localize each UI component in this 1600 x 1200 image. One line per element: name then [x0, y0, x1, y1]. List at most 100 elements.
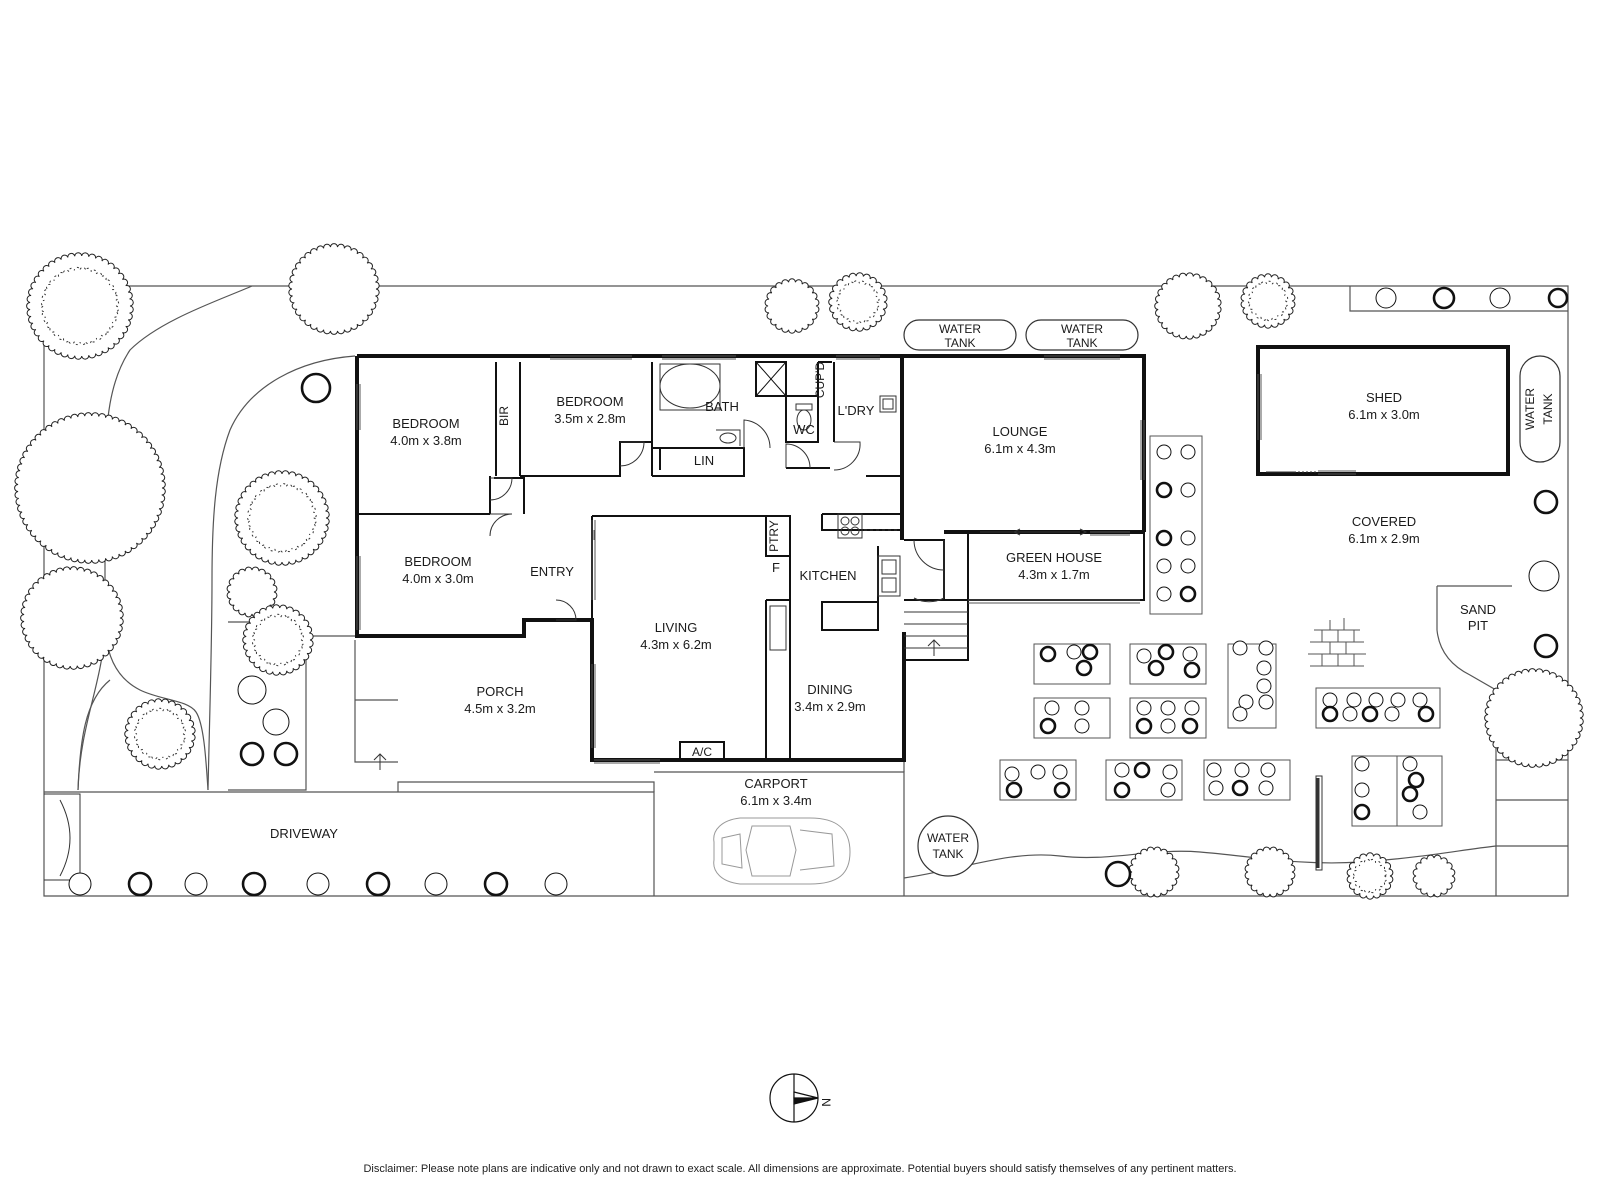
- shrub-icon: [1342, 706, 1358, 722]
- shrub-icon: [1075, 659, 1093, 677]
- shrub-icon: [1160, 700, 1176, 716]
- shrub-icon: [1547, 287, 1569, 309]
- lounge-dims: 6.1m x 4.3m: [984, 441, 1056, 456]
- paving-icon: [1308, 618, 1366, 667]
- shrub-icon: [1402, 756, 1418, 772]
- shrub-icon: [127, 871, 153, 897]
- shrub-icon: [1136, 648, 1152, 664]
- shrub-icon: [483, 871, 509, 897]
- dining-dims: 3.4m x 2.9m: [794, 699, 866, 714]
- shrub-icon: [424, 872, 448, 896]
- tree-icon: [1240, 273, 1296, 329]
- shrub-icon: [1354, 782, 1370, 798]
- dining-label: DINING: [807, 682, 853, 697]
- shrub-icon: [273, 741, 299, 767]
- labels: BEDROOM 4.0m x 3.8m BIR BEDROOM 3.5m x 2…: [270, 322, 1555, 861]
- tree-icon: [234, 470, 330, 566]
- shrub-icon: [1179, 585, 1197, 603]
- shrub-icon: [1322, 692, 1338, 708]
- shrub-icon: [1206, 762, 1222, 778]
- shrub-icon: [1133, 761, 1151, 779]
- shrub-icon: [1256, 678, 1272, 694]
- shrub-icon: [1180, 482, 1196, 498]
- disclaimer-text: Disclaimer: Please note plans are indica…: [363, 1163, 1237, 1175]
- shrub-icon: [1232, 640, 1248, 656]
- shrub-icon: [1533, 489, 1559, 515]
- shrub-icon: [1157, 643, 1175, 661]
- water-tanks: [903, 319, 1561, 877]
- living-dims: 4.3m x 6.2m: [640, 637, 712, 652]
- tree-icon: [242, 604, 314, 676]
- shrub-icon: [1114, 762, 1130, 778]
- compass-north-label: N: [819, 1098, 833, 1107]
- shrub-icon: [1181, 717, 1199, 735]
- shed-dims: 6.1m x 3.0m: [1348, 407, 1420, 422]
- shrub-icon: [306, 872, 330, 896]
- porch-dims: 4.5m x 3.2m: [464, 701, 536, 716]
- kitchen-label: KITCHEN: [799, 568, 856, 583]
- shrub-icon: [1182, 646, 1198, 662]
- shrub-icon: [1052, 764, 1068, 780]
- shrub-icon: [1030, 764, 1046, 780]
- shrub-icon: [1004, 766, 1020, 782]
- water-tank-2: [1025, 319, 1139, 351]
- shrub-icon: [544, 872, 568, 896]
- porch-label: PORCH: [477, 684, 524, 699]
- shrub-icon: [1375, 287, 1397, 309]
- shrub-icon: [239, 741, 265, 767]
- water-tank-4: [917, 815, 979, 877]
- bedroom3-dims: 4.0m x 3.0m: [402, 571, 474, 586]
- tank1-label-2: TANK: [944, 336, 975, 350]
- compass-icon: [769, 1073, 819, 1123]
- shrub-icon: [237, 675, 267, 705]
- shrub-icon: [1208, 780, 1224, 796]
- tank2-label-1: WATER: [1061, 322, 1103, 336]
- shrub-icon: [1005, 781, 1023, 799]
- tree-canopy-icon: [247, 483, 317, 553]
- ac-label: A/C: [692, 745, 712, 759]
- shrub-icon: [1528, 560, 1560, 592]
- shrub-icon: [1074, 700, 1090, 716]
- shrub-icon: [1354, 756, 1370, 772]
- tree-icon: [1128, 846, 1180, 898]
- covered-label: COVERED: [1352, 514, 1416, 529]
- tank3-label-2: TANK: [1541, 393, 1555, 424]
- shrub-icon: [1258, 694, 1274, 710]
- cupd-label: CUP'D: [813, 362, 827, 399]
- shrub-icon: [1081, 643, 1099, 661]
- interior-walls: [357, 361, 1145, 761]
- shrub-icon: [1147, 659, 1165, 677]
- entry-label: ENTRY: [530, 564, 574, 579]
- fixtures: [44, 363, 1323, 881]
- shrub-icon: [1417, 705, 1435, 723]
- shrub-icon: [1180, 558, 1196, 574]
- shrub-icon: [1180, 530, 1196, 546]
- sandpit-label-1: SAND: [1460, 602, 1496, 617]
- sandpit-label-2: PIT: [1468, 618, 1488, 633]
- bedroom2-dims: 3.5m x 2.8m: [554, 411, 626, 426]
- tree-canopy-icon: [134, 707, 186, 761]
- greenhouse-dims: 4.3m x 1.7m: [1018, 567, 1090, 582]
- shrub-icon: [1321, 705, 1339, 723]
- shed-label: SHED: [1366, 390, 1402, 405]
- shrub-icon: [1432, 286, 1456, 310]
- shrub-icon: [1258, 780, 1274, 796]
- shrub-icon: [1238, 694, 1254, 710]
- shrub-icon: [1180, 444, 1196, 460]
- tank4-label-2: TANK: [932, 847, 963, 861]
- wc-label: WC: [793, 422, 815, 437]
- ldry-label: L'DRY: [838, 403, 875, 418]
- bath-label: BATH: [705, 399, 739, 414]
- bedroom1-dims: 4.0m x 3.8m: [390, 433, 462, 448]
- tree-icon: [1154, 272, 1222, 340]
- shrub-icon: [1256, 660, 1272, 676]
- shrub-icon: [1136, 700, 1152, 716]
- driveway-label: DRIVEWAY: [270, 826, 338, 841]
- bedroom2-label: BEDROOM: [556, 394, 623, 409]
- shrub-icon: [1234, 762, 1250, 778]
- shrub-icon: [1231, 779, 1249, 797]
- doors: [489, 419, 1316, 621]
- carport-label: CARPORT: [744, 776, 807, 791]
- shrub-icon: [1156, 558, 1172, 574]
